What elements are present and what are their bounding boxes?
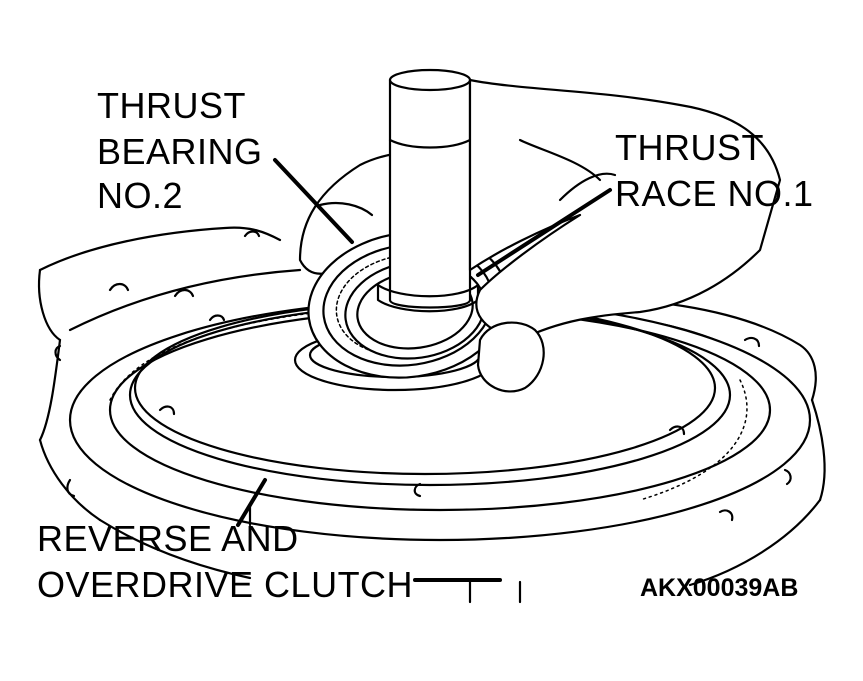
input-shaft (376, 68, 480, 313)
figure-code: AKX00039AB (640, 574, 799, 602)
label-thrust-bearing-line2: BEARING (97, 131, 263, 172)
reverse-overdrive-clutch (68, 298, 812, 604)
leader-lines (236, 158, 612, 582)
label-thrust-race-line2: RACE NO.1 (615, 173, 814, 214)
label-clutch-line2: OVERDRIVE CLUTCH (37, 564, 414, 605)
label-thrust-bearing-line1: THRUST (97, 85, 246, 126)
label-thrust-bearing-line3: NO.2 (97, 175, 184, 216)
label-clutch-line1: REVERSE AND (37, 518, 299, 559)
hand-right (468, 78, 782, 393)
label-thrust-race-line1: THRUST (615, 127, 764, 168)
